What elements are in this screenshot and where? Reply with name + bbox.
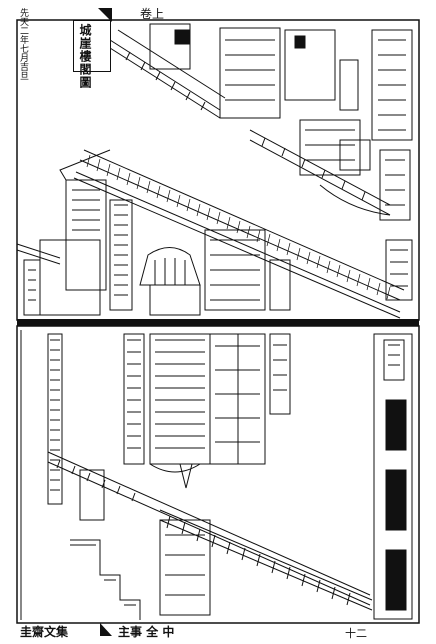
upper-left-wall [16,243,61,316]
upper-pavilion [139,247,201,316]
corner-mark-bottom [100,623,112,636]
title-label-box [73,20,111,72]
lower-central-building [149,333,291,489]
page-number: 十二 [345,627,367,640]
bottom-mid-text: 主事 全 中 [118,625,175,639]
illustration-title: 城崖樓閣圖 [78,24,92,89]
lower-wall-columns [47,333,413,620]
top-margin-text: 先天二年七月吉旦 [18,8,28,80]
upper-roof-tiles [86,154,391,300]
corner-mark-top [98,8,112,22]
panel-divider [17,319,419,326]
lower-stepped-wall [70,469,211,620]
upper-diagonal-corridor [109,29,391,216]
upper-buildings [149,23,413,311]
lower-long-wall [47,451,373,611]
top-right-text: 卷上 [140,7,165,21]
bottom-left-text: 圭齋文集 [20,625,69,639]
lower-panel-border [16,325,420,624]
